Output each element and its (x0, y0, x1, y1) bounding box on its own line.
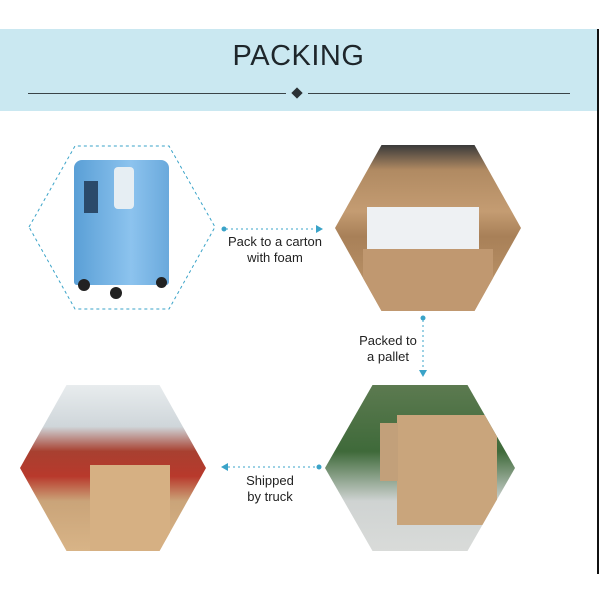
truck-image-hexagon (20, 385, 206, 551)
page-title: PACKING (232, 40, 365, 72)
page-edge-line (597, 29, 599, 574)
pallet-boxes-side (380, 423, 398, 481)
label-line: by truck (247, 489, 293, 504)
carton-front (363, 249, 493, 311)
label-line: a pallet (367, 349, 409, 364)
wheel (156, 277, 167, 288)
divider-right (308, 93, 570, 94)
wheel (110, 287, 122, 299)
divider-left (28, 93, 286, 94)
dotted-arrow-down (419, 315, 427, 377)
vent-grille (84, 181, 98, 213)
pallet-boxes (397, 415, 497, 525)
label-line: with foam (247, 250, 303, 265)
humidifier-bottle (114, 167, 134, 209)
step-label-truck: Shipped by truck (230, 473, 310, 505)
product-image-hexagon (28, 145, 216, 310)
dotted-arrow-right (221, 225, 323, 233)
foam-insert (367, 207, 479, 249)
label-line: Packed to (359, 333, 417, 348)
boxes (90, 465, 170, 551)
label-line: Pack to a carton (228, 234, 322, 249)
step-label-pallet: Packed to a pallet (350, 333, 426, 365)
carton-image-hexagon (335, 145, 521, 311)
dotted-arrow-left (221, 463, 322, 471)
pallet-image-hexagon (325, 385, 515, 551)
header-banner (0, 29, 597, 111)
step-label-carton: Pack to a carton with foam (215, 234, 335, 266)
label-line: Shipped (246, 473, 294, 488)
wheel (78, 279, 90, 291)
